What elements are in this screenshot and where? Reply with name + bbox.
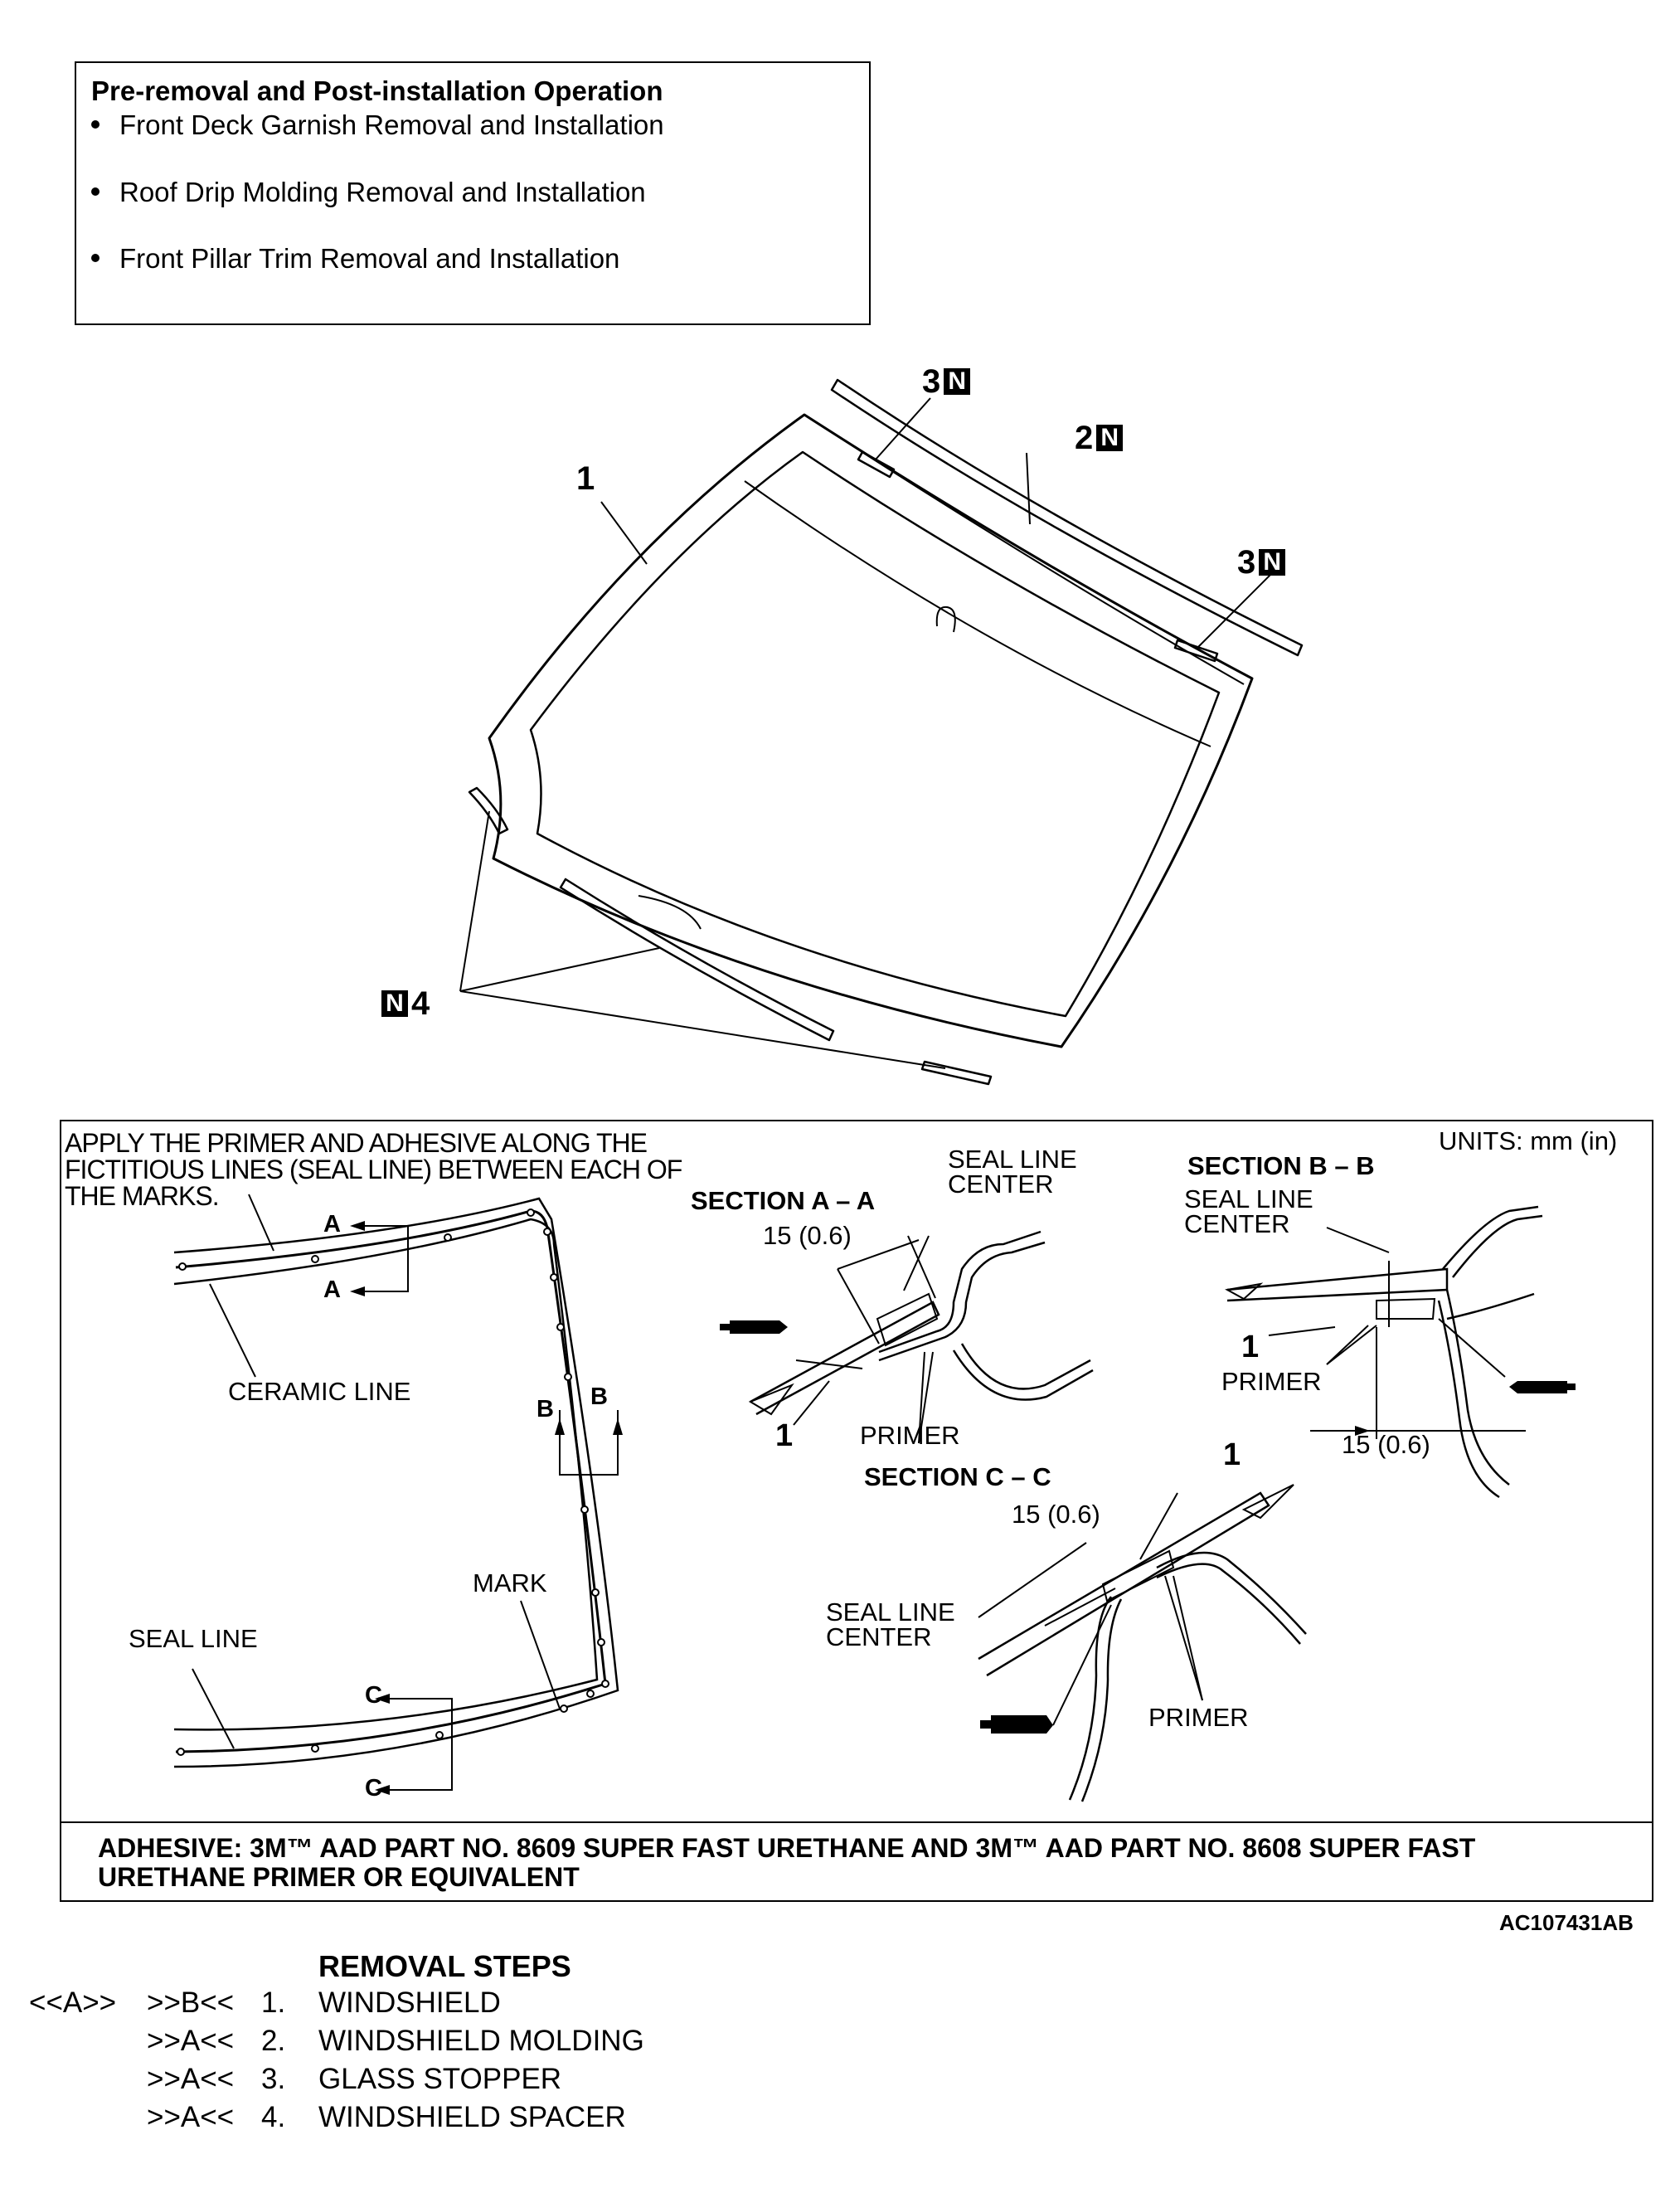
units-label: UNITS: mm (in)	[1439, 1126, 1618, 1155]
windshield-spacer-right	[920, 1060, 993, 1086]
mirror-base	[935, 605, 956, 633]
section-a-bottom-label: A	[323, 1276, 341, 1303]
preop-item: Front Deck Garnish Removal and Installat…	[91, 109, 664, 141]
section-bb-title: SECTION B – B	[1187, 1151, 1375, 1180]
section-aa-part-1: 1	[775, 1418, 794, 1453]
new-part-icon: N	[1259, 549, 1286, 576]
windshield-outline	[488, 413, 1254, 1048]
step-ref-secondary: >>A<<	[147, 2063, 235, 2095]
step-ref-primary: <<A>>	[29, 1986, 117, 2019]
callout-1: 1	[576, 460, 595, 497]
section-cc-title: SECTION C – C	[864, 1462, 1051, 1491]
new-part-icon: N	[1096, 425, 1124, 451]
section-aa-title: SECTION A – A	[691, 1186, 876, 1215]
section-c-top-label: C	[365, 1682, 382, 1709]
section-bb-seal-center-1: SEAL LINE	[1184, 1184, 1313, 1213]
section-cc-part-1: 1	[1223, 1437, 1241, 1472]
step-ref-secondary: >>B<<	[147, 1986, 235, 2019]
section-aa-primer: PRIMER	[860, 1421, 960, 1450]
step-number: 3.	[261, 2063, 286, 2095]
glass-stopper-top	[857, 450, 896, 479]
windshield-ceramic-border	[529, 450, 1221, 1018]
instruction-line-3: THE MARKS.	[65, 1181, 220, 1211]
preop-box	[75, 61, 871, 325]
section-c-bottom-label: C	[365, 1775, 382, 1802]
mark-label: MARK	[473, 1568, 547, 1597]
instruction-line-2: FICTITIOUS LINES (SEAL LINE) BETWEEN EAC…	[65, 1155, 682, 1184]
windshield-shade-band	[744, 480, 1211, 747]
section-cc-dimension: 15 (0.6)	[1012, 1500, 1100, 1529]
bullet-icon	[91, 187, 100, 197]
windshield-spacer-left	[468, 786, 509, 835]
adhesive-gun-icon	[720, 1320, 788, 1334]
step-ref-secondary: >>A<<	[147, 2025, 235, 2057]
windshield-exploded-diagram	[459, 378, 1304, 1086]
section-cc-drawing	[978, 1484, 1307, 1802]
section-bb-dimension: 15 (0.6)	[1342, 1430, 1430, 1459]
step-label: GLASS STOPPER	[318, 2063, 562, 2095]
section-b-right-label: B	[590, 1383, 608, 1410]
section-cc-seal-center-2: CENTER	[826, 1622, 932, 1651]
new-part-icon: N	[381, 990, 408, 1017]
seal-line-path	[175, 1209, 607, 1753]
step-number: 1.	[261, 1986, 286, 2019]
instruction-line-1: APPLY THE PRIMER AND ADHESIVE ALONG THE	[65, 1128, 648, 1158]
adhesive-divider	[60, 1821, 1653, 1823]
step-number: 2.	[261, 2025, 286, 2057]
sealing-detail-box	[60, 1120, 1653, 1902]
preop-item: Front Pillar Trim Removal and Installati…	[91, 243, 619, 275]
step-label: WINDSHIELD	[318, 1986, 501, 2019]
new-part-icon: N	[944, 368, 971, 395]
adhesive-note-line-2: URETHANE PRIMER OR EQUIVALENT	[98, 1862, 580, 1892]
step-number: 4.	[261, 2101, 286, 2133]
windshield-spacer-long	[559, 878, 835, 1042]
ceramic-line-label: CERAMIC LINE	[228, 1377, 411, 1406]
seal-line-label: SEAL LINE	[129, 1624, 258, 1653]
section-aa-drawing	[748, 1230, 1094, 1444]
windshield-molding	[830, 378, 1304, 657]
preop-title: Pre-removal and Post-installation Operat…	[91, 75, 663, 106]
section-cc-seal-center-1: SEAL LINE	[826, 1597, 955, 1627]
section-b-left-label: B	[537, 1396, 554, 1422]
bullet-icon	[91, 254, 100, 263]
step-label: WINDSHIELD SPACER	[318, 2101, 626, 2133]
removal-steps-heading: REMOVAL STEPS	[318, 1949, 571, 1983]
bullet-icon	[91, 120, 100, 129]
section-aa-dimension: 15 (0.6)	[763, 1221, 852, 1250]
section-bb-primer: PRIMER	[1221, 1367, 1322, 1396]
preop-item: Roof Drip Molding Removal and Installati…	[91, 177, 646, 208]
step-label: WINDSHIELD MOLDING	[318, 2025, 644, 2057]
seal-line-diagram	[173, 1194, 1576, 1802]
adhesive-note-line-1: ADHESIVE: 3M™ AAD PART NO. 8609 SUPER FA…	[98, 1833, 1476, 1863]
section-bb-part-1: 1	[1241, 1330, 1260, 1364]
section-a-top-label: A	[323, 1211, 341, 1238]
glass-stopper-right	[1173, 639, 1219, 663]
figure-id: AC107431AB	[1499, 1910, 1634, 1935]
section-aa-seal-center-2: CENTER	[948, 1170, 1054, 1199]
section-bb-drawing	[1225, 1205, 1543, 1499]
section-aa-seal-center-1: SEAL LINE	[948, 1145, 1077, 1174]
section-bb-seal-center-2: CENTER	[1184, 1209, 1290, 1238]
step-ref-secondary: >>A<<	[147, 2101, 235, 2133]
section-cc-primer: PRIMER	[1148, 1703, 1249, 1732]
